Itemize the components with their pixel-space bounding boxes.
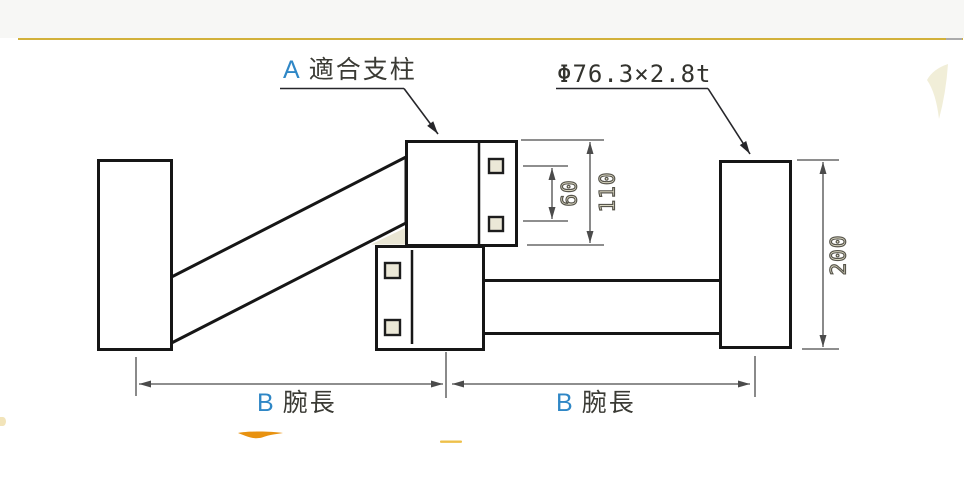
left-post xyxy=(97,159,173,351)
pipe-spec-label: Φ76.3×2.8t xyxy=(557,60,712,88)
top-gold-rule xyxy=(18,38,963,40)
right-post xyxy=(719,160,792,349)
arm-length-left-letter: B xyxy=(257,389,276,417)
arm-length-right-letter: B xyxy=(556,389,575,417)
dim-200 xyxy=(797,159,839,350)
top-band xyxy=(0,0,964,38)
top-rule-gray-tip xyxy=(946,38,962,40)
arm-length-left-text: 腕長 xyxy=(282,389,337,417)
gusset-triangle xyxy=(371,228,405,245)
horizontal-arm xyxy=(481,279,732,335)
post-label-text: 適合支柱 xyxy=(308,56,417,84)
bolt-hole-lower-2 xyxy=(383,318,402,337)
orange-dash xyxy=(440,440,462,443)
dim-arm-right xyxy=(452,356,756,397)
diagonal-arm xyxy=(170,154,408,346)
watermark-leaf xyxy=(927,64,948,119)
orange-swoosh xyxy=(238,431,283,439)
post-label-letter: A xyxy=(283,56,302,84)
bolt-hole-upper-2 xyxy=(487,215,505,233)
arm-length-right-text: 腕長 xyxy=(581,389,636,417)
leader-pipe-spec xyxy=(556,87,751,155)
dim-60 xyxy=(523,165,568,222)
left-edge-speck xyxy=(0,417,6,426)
dim-arm-left xyxy=(135,352,447,398)
dim-110 xyxy=(521,139,604,246)
dim-110-value: 110 xyxy=(595,171,620,213)
dim-60-value: 60 xyxy=(557,179,582,207)
bolt-hole-upper-1 xyxy=(487,157,505,175)
leader-post-label xyxy=(280,87,439,135)
dim-200-value: 200 xyxy=(826,234,851,276)
bolt-hole-lower-1 xyxy=(383,261,402,280)
